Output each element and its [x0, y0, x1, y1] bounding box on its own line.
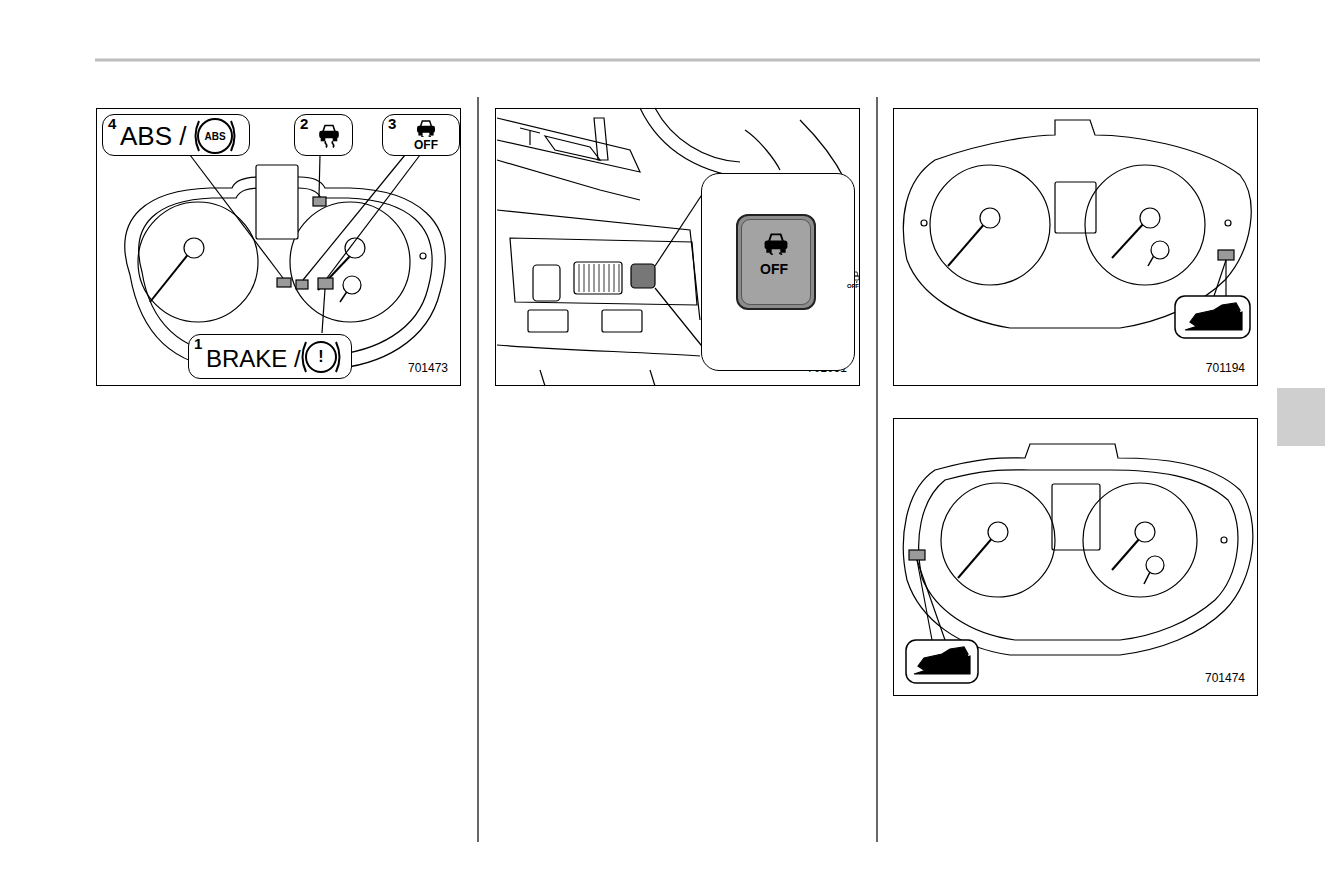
skid-car-icon — [762, 230, 790, 255]
skid-car-icon — [317, 122, 341, 149]
switch-inset: OFF — [701, 173, 855, 371]
off-label: OFF — [760, 262, 788, 277]
off-label: OFF — [414, 139, 438, 152]
callout-box: 4ABS / ABS — [102, 114, 250, 156]
figure-number: 701194 — [1206, 362, 1245, 375]
leader-line — [319, 155, 320, 197]
inline-icon-label: OFF — [847, 283, 859, 290]
leader-line — [322, 289, 325, 333]
callout-box: 3OFF — [382, 114, 460, 156]
leader-line — [327, 155, 420, 278]
leader-line — [655, 288, 705, 350]
indicator-label: BRAKE / — [206, 346, 301, 372]
figure-panel: 701091OFF — [495, 108, 860, 386]
figure-panel: 701473 4ABS / ABS 2 3OFF 1BRAKE /! — [96, 108, 461, 386]
column-divider — [477, 97, 478, 842]
callout-number: 1 — [194, 336, 202, 353]
callout-number: 4 — [108, 116, 116, 133]
section-tab — [1277, 388, 1325, 446]
callout-box: 1BRAKE /! — [188, 334, 352, 379]
indicator-label: ABS / — [120, 122, 186, 151]
warning-symbol: ! — [305, 341, 337, 373]
callout-number: 3 — [388, 116, 396, 133]
leader-line — [303, 155, 405, 280]
instrument-cluster — [903, 444, 1253, 683]
callout-number: 2 — [300, 116, 308, 133]
figure-panel: 701474 — [893, 418, 1258, 696]
column-divider — [876, 97, 877, 842]
callout-box: 2 — [294, 114, 353, 156]
thumbwheel-ridges — [579, 264, 619, 292]
leader-line — [190, 155, 283, 278]
abs-symbol: ABS — [197, 118, 233, 154]
figure-panel: 701194 — [893, 108, 1258, 386]
instrument-cluster — [903, 120, 1251, 338]
header-rule — [95, 59, 1260, 62]
figure-number: 701474 — [1205, 672, 1245, 685]
figure-number: 701473 — [408, 362, 448, 375]
skid-car-icon — [415, 118, 437, 137]
leader-line — [655, 190, 705, 266]
